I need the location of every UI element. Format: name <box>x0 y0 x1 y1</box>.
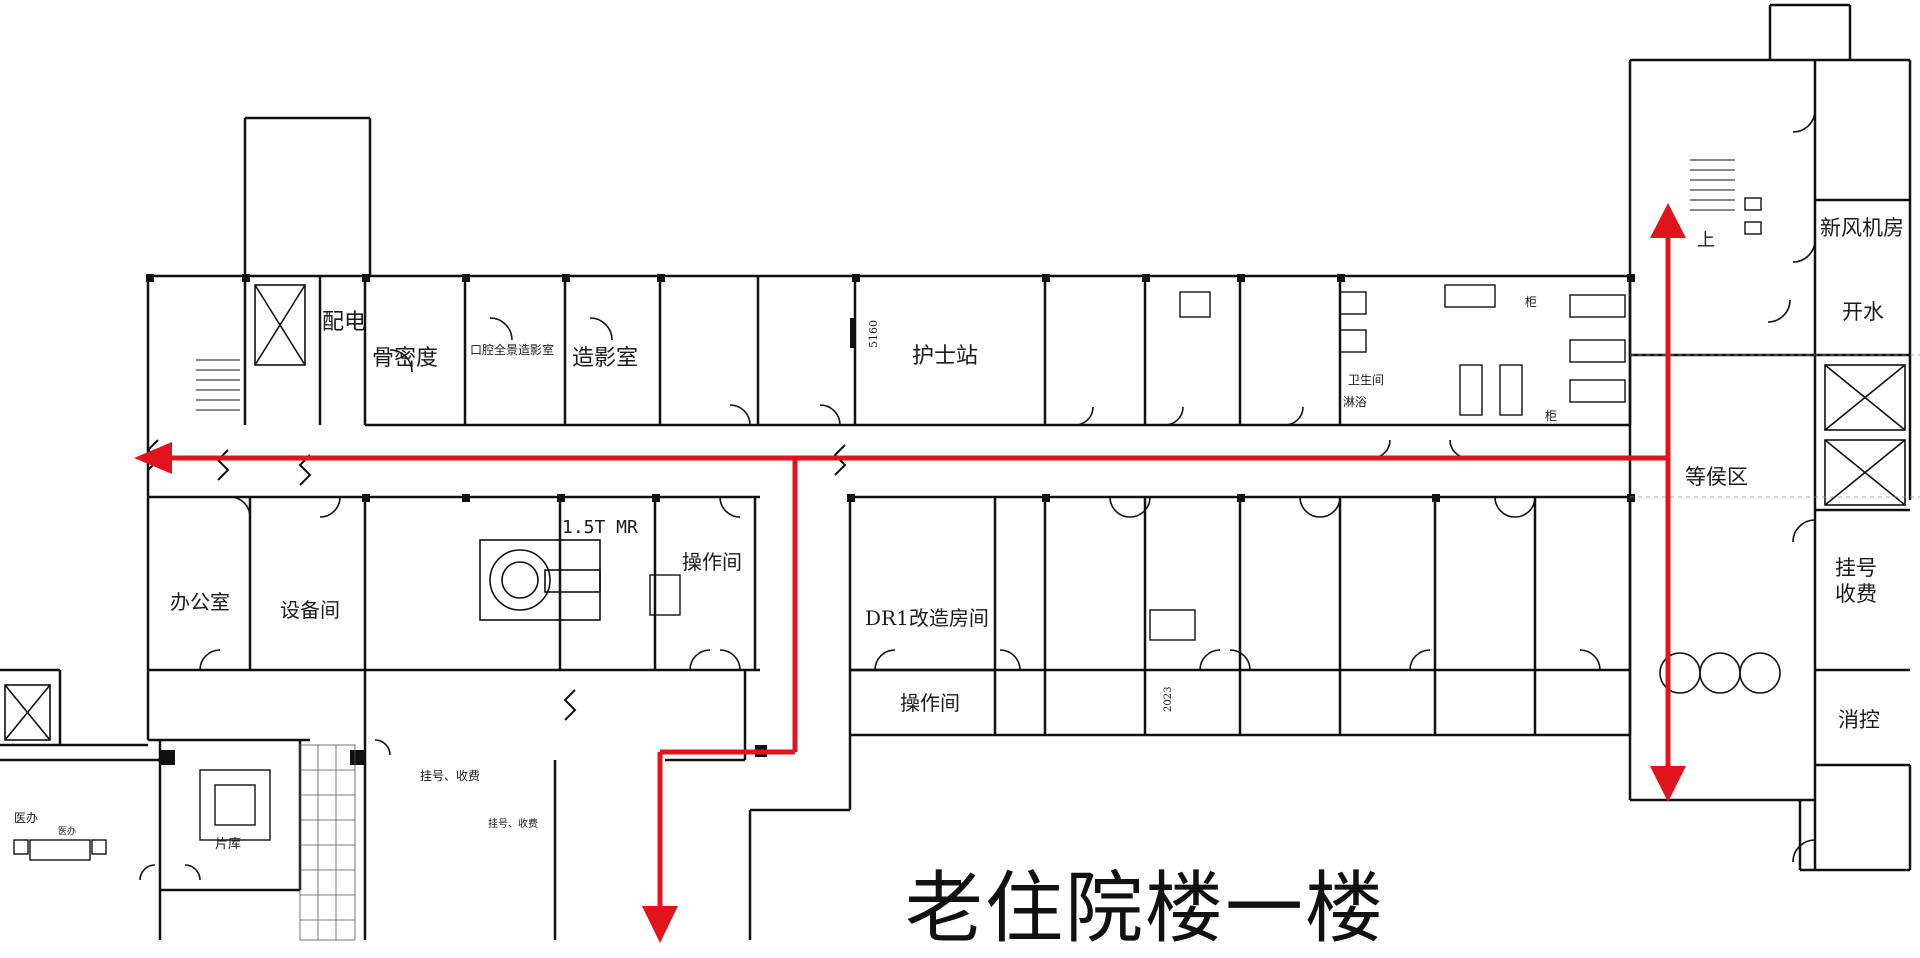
room-label-contrast: 造影室 <box>572 346 639 371</box>
room-label-operation-2: 操作间 <box>900 691 960 715</box>
door-swings <box>139 109 1816 881</box>
room-label-cabinet-1: 柜 <box>1525 295 1538 309</box>
wall-columns <box>146 274 1635 765</box>
fixtures <box>13 197 1762 861</box>
room-label-nurse-station: 护士站 <box>912 344 979 369</box>
mr-machine <box>479 539 601 621</box>
corridor-doors <box>146 439 847 721</box>
room-label-dr1: DR1改造房间 <box>865 606 989 630</box>
room-label-shower: 淋浴 <box>1343 395 1368 409</box>
room-label-reg-fee-1: 挂号、收费 <box>420 769 481 783</box>
room-label-fire-control: 消控 <box>1838 708 1880 732</box>
stairs <box>196 159 1735 411</box>
room-label-office: 办公室 <box>170 590 230 614</box>
arrow-up-icon <box>1650 203 1686 238</box>
room-label-medical-office: 医办 <box>14 811 39 825</box>
room-label-bone-density: 骨密度 <box>372 346 439 371</box>
room-label-equipment: 设备间 <box>280 598 340 622</box>
evacuation-route <box>160 225 1671 908</box>
room-label-mr: 1.5T MR <box>562 517 638 538</box>
room-label-registration-line1: 挂号 <box>1835 556 1877 580</box>
room-label-film: 片库 <box>215 837 242 852</box>
dimension-2023: 2023 <box>1163 686 1174 712</box>
room-label-power: 配电 <box>322 310 367 335</box>
room-label-reg-fee-2: 挂号、收费 <box>488 819 538 830</box>
map-title: 老住院楼一楼 <box>905 864 1386 954</box>
arrow-down-icon <box>642 906 678 943</box>
dimension-5160: 5160 <box>867 320 880 348</box>
room-label-registration: 挂号 收费 <box>1835 555 1877 608</box>
arrow-left-icon <box>134 442 172 474</box>
room-label-medical-office-2: 医办 <box>58 827 77 837</box>
room-label-operation-1: 操作间 <box>682 550 742 574</box>
room-label-registration-line2: 收费 <box>1835 582 1877 607</box>
room-label-waiting: 等侯区 <box>1685 465 1748 489</box>
room-label-fresh-air: 新风机房 <box>1820 216 1904 240</box>
tiled-floor <box>299 744 356 941</box>
room-label-up: 上 <box>1697 230 1715 251</box>
walls <box>0 3 1912 940</box>
room-label-toilet: 卫生间 <box>1348 373 1385 387</box>
room-label-water: 开水 <box>1842 300 1884 324</box>
arrow-down-icon <box>1650 766 1686 802</box>
route-arrowheads <box>134 203 1686 943</box>
elevator-shafts <box>4 284 1906 741</box>
revolving-doors <box>1659 652 1781 694</box>
room-label-cabinet-2: 柜 <box>1545 409 1558 423</box>
room-label-oral-panorama: 口腔全景造影室 <box>470 343 555 357</box>
grid-axes <box>1630 354 1920 498</box>
